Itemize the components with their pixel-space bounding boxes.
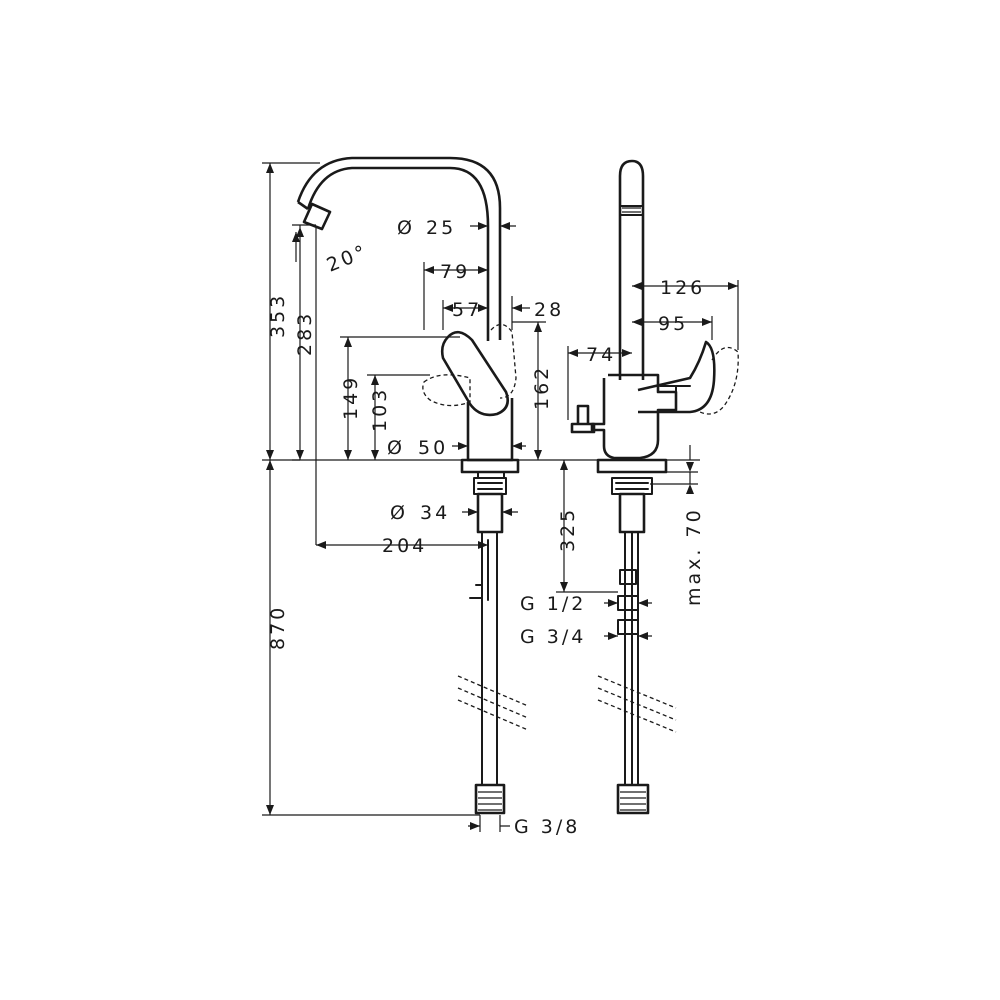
label-353: 353 — [267, 293, 289, 338]
front-hoses — [624, 531, 639, 786]
label-74: 74 — [586, 344, 616, 366]
side-lever-dashed-up — [490, 323, 517, 399]
side-view — [296, 156, 529, 815]
label-283: 283 — [294, 311, 316, 356]
front-shank — [618, 492, 646, 534]
label-79: 79 — [440, 261, 470, 283]
label-25: 25 — [426, 217, 456, 239]
side-hose — [481, 531, 498, 786]
label-g38: G 3/8 — [514, 816, 580, 838]
label-149: 149 — [340, 375, 362, 420]
label-20-degrees: 20° — [324, 240, 372, 276]
side-shank — [476, 492, 504, 534]
front-break-marks — [597, 675, 677, 733]
front-body — [590, 373, 678, 460]
label-126: 126 — [660, 277, 705, 299]
diameter-symbol-25: Ø — [397, 217, 412, 239]
label-204: 204 — [382, 535, 427, 557]
dimension-lines — [262, 162, 739, 832]
diameter-symbol-34: Ø — [390, 502, 405, 524]
label-57: 57 — [452, 299, 482, 321]
label-28: 28 — [534, 299, 564, 321]
label-95: 95 — [658, 313, 688, 335]
front-base-plate — [596, 458, 668, 474]
label-870: 870 — [267, 605, 289, 650]
front-lever — [637, 340, 716, 414]
front-hose-fitting — [616, 783, 650, 815]
label-max70: max. 70 — [683, 507, 705, 606]
side-hose-fitting — [474, 783, 506, 815]
front-spout — [618, 159, 645, 380]
side-break-marks — [457, 675, 529, 731]
label-325: 325 — [557, 507, 579, 552]
diameter-symbol-50: Ø — [387, 437, 402, 459]
front-lever-dashed — [699, 346, 739, 415]
side-base-plate — [460, 458, 520, 474]
dimension-labels: 353 283 149 103 870 20° Ø 25 79 57 28 16… — [267, 217, 705, 838]
side-lever — [440, 330, 509, 417]
label-g34: G 3/4 — [520, 626, 586, 648]
front-view — [570, 159, 739, 815]
label-34: 34 — [420, 502, 450, 524]
label-g12: G 1/2 — [520, 593, 586, 615]
front-knob — [570, 404, 596, 434]
label-50: 50 — [418, 437, 448, 459]
side-lever-dashed-down — [422, 374, 471, 407]
label-162: 162 — [531, 365, 553, 410]
side-spout — [306, 166, 490, 341]
label-103: 103 — [369, 387, 391, 432]
